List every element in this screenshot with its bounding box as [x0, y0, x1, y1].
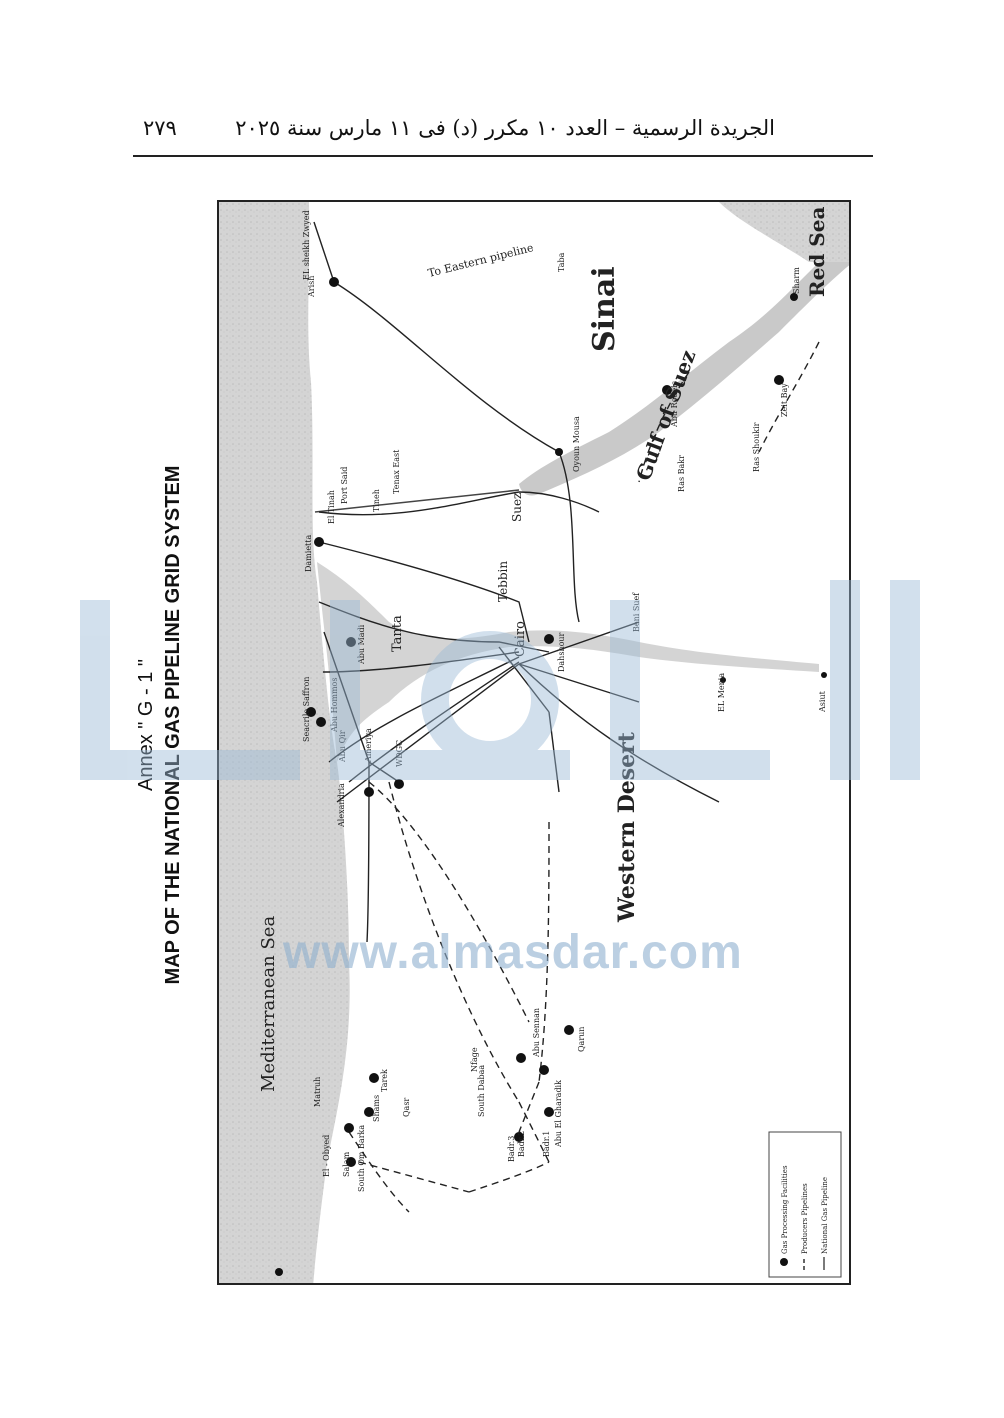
- label-mediterranean: Mediterranean Sea: [258, 916, 279, 1092]
- map-legend: Gas Processing Facilities Producers Pipe…: [768, 1131, 842, 1278]
- svg-text:Taba: Taba: [557, 252, 566, 272]
- annex-title-block: Annex " G - 1 " MAP OF THE NATIONAL GAS …: [120, 405, 200, 1045]
- label-sinai: Sinai: [587, 266, 622, 352]
- svg-text:Badr.2: Badr.2: [517, 1131, 526, 1157]
- svg-text:National Gas Pipeline: National Gas Pipeline: [821, 1177, 829, 1254]
- red-sea-shape: [719, 202, 849, 262]
- svg-text:Abu Rodeis: Abu Rodeis: [670, 381, 679, 428]
- label-to-eastern: To Eastern pipeline: [427, 241, 535, 280]
- svg-text:Nfage: Nfage: [470, 1047, 479, 1072]
- svg-text:Tarek: Tarek: [380, 1069, 389, 1092]
- svg-text:Producers Pipelines: Producers Pipelines: [801, 1183, 809, 1254]
- svg-text:Dahshour: Dahshour: [557, 632, 566, 672]
- svg-text:WDGC: WDGC: [395, 740, 404, 767]
- gulf-of-suez-shape: [519, 235, 849, 496]
- svg-text:Abu Hommos: Abu Hommos: [330, 678, 339, 733]
- svg-text:Badr.1: Badr.1: [542, 1131, 551, 1157]
- svg-text:Abu El Gharadik: Abu El Gharadik: [554, 1080, 563, 1148]
- annex-label: Annex " G - 1 ": [135, 658, 157, 792]
- producer-pipelines: [348, 341, 820, 1213]
- page-number: ٢٧٩: [143, 116, 177, 140]
- nile-delta-shape: [317, 562, 819, 762]
- map-canvas: Mediterranean Sea Sinai Gulf of Suez Red…: [219, 202, 849, 1283]
- svg-text:Ameriya: Ameriya: [364, 728, 373, 763]
- svg-text:Seacrile Saffron: Seacrile Saffron: [302, 677, 311, 742]
- national-pipelines: [313, 221, 720, 943]
- svg-text:Ras Bakr: Ras Bakr: [677, 455, 686, 492]
- svg-text:Beni Suef: Beni Suef: [632, 592, 641, 632]
- svg-text:Suez: Suez: [510, 493, 524, 522]
- svg-text:Damietta: Damietta: [304, 535, 313, 572]
- svg-text:Arish: Arish: [307, 276, 316, 298]
- svg-text:Tineh: Tineh: [372, 489, 381, 512]
- svg-text:EL Menia: EL Menia: [717, 673, 726, 712]
- svg-text:Cairo: Cairo: [513, 621, 528, 657]
- svg-text:Badr.3: Badr.3: [507, 1136, 516, 1162]
- map-title: MAP OF THE NATIONAL GAS PIPELINE GRID SY…: [162, 465, 184, 985]
- svg-text:Qasr: Qasr: [402, 1098, 411, 1117]
- svg-text:Abu Sennan: Abu Sennan: [532, 1008, 541, 1058]
- svg-text:South Dabaa: South Dabaa: [477, 1065, 486, 1117]
- svg-text:EL sheikh Zwyed: EL sheikh Zwyed: [302, 210, 311, 280]
- svg-text:Tenax East: Tenax East: [392, 449, 401, 494]
- svg-text:Abu Madi: Abu Madi: [357, 624, 366, 665]
- svg-text:Matruh: Matruh: [313, 1077, 322, 1107]
- label-western-desert: Western Desert: [614, 731, 640, 923]
- label-red-sea: Red Sea: [805, 207, 829, 297]
- header-divider: [133, 155, 873, 157]
- svg-text:Sharm: Sharm: [792, 267, 801, 294]
- svg-text:Gas Processing Facilities: Gas Processing Facilities: [781, 1165, 789, 1254]
- svg-text:Alexandria: Alexandria: [337, 783, 346, 828]
- header-title: الجريدة الرسمية – العدد ١٠ مكرر (د) فى ١…: [235, 116, 775, 140]
- svg-text:Salam: Salam: [342, 1151, 351, 1177]
- svg-text:El - Obyed: El - Obyed: [322, 1135, 331, 1177]
- pipeline-map: Mediterranean Sea Sinai Gulf of Suez Red…: [217, 200, 851, 1285]
- svg-text:El Tinah: El Tinah: [327, 490, 336, 524]
- svg-text:Port Said: Port Said: [340, 467, 349, 504]
- svg-text:Asiut: Asiut: [818, 690, 827, 713]
- mediterranean-sea-shape: [219, 202, 350, 1283]
- page-header: الجريدة الرسمية – العدد ١٠ مكرر (د) فى ١…: [133, 110, 873, 150]
- svg-text:Zeit Bay: Zeit Bay: [780, 383, 789, 417]
- svg-text:South Om Barka: South Om Barka: [357, 1125, 366, 1192]
- svg-text:Shams: Shams: [372, 1095, 381, 1122]
- svg-text:Tanta: Tanta: [390, 615, 405, 652]
- svg-text:Qarun: Qarun: [577, 1027, 586, 1052]
- svg-text:Ras Shoukir: Ras Shoukir: [752, 422, 761, 472]
- facility-dots: [275, 277, 827, 1276]
- svg-text:Tebbin: Tebbin: [496, 561, 510, 602]
- svg-text:Oyoun Mousa: Oyoun Mousa: [572, 416, 581, 472]
- svg-text:Abu Qir: Abu Qir: [338, 730, 347, 763]
